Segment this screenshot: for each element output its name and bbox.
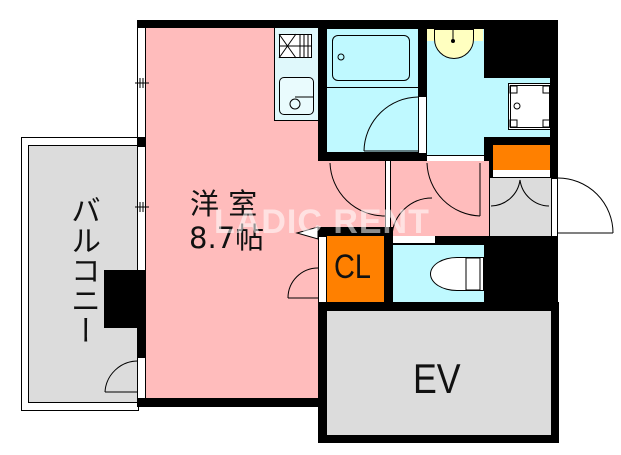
- western-room-label: 洋 室: [190, 187, 258, 221]
- elevator-label: EV: [413, 355, 461, 402]
- shoe-cabinet: [493, 145, 550, 170]
- washroom-floor-line: [427, 155, 490, 162]
- wall-closet-right: [384, 236, 393, 306]
- shoe-cabinet-shelf: [493, 170, 550, 178]
- washbasin-icon: [434, 29, 474, 59]
- entrance: [489, 178, 551, 237]
- wall-bath-right: [418, 29, 427, 97]
- wall-left-mid: [104, 270, 146, 328]
- wall-top: [137, 20, 558, 29]
- toilet-door-frame: [393, 236, 435, 243]
- bath-door-frame: [418, 96, 427, 154]
- wall-left-low: [137, 328, 146, 358]
- bath-divider: [327, 87, 418, 88]
- closet-label: CL: [334, 248, 371, 286]
- wall-closet-top: [318, 227, 393, 236]
- closet: [327, 236, 384, 303]
- wall-right-top: [550, 28, 558, 178]
- wall-left-window: [137, 28, 146, 401]
- wall-bottom: [137, 398, 323, 407]
- wall-left-pillar: [137, 137, 146, 147]
- wall-bath-bottom: [318, 152, 428, 161]
- wall-washroom-corner: [484, 28, 558, 78]
- wall-toilet-top: [393, 236, 558, 245]
- watermark: LADIC RENT: [214, 203, 430, 241]
- washing-machine-icon: [508, 83, 552, 130]
- bathroom: [327, 29, 418, 153]
- hall-partition: [385, 161, 391, 245]
- western-room-size: 8.7帖: [189, 221, 265, 255]
- wall-kitchen-right: [318, 28, 327, 161]
- balcony-label: バルコニー: [65, 195, 100, 345]
- bathtub-icon: [332, 35, 410, 81]
- elevator: [327, 311, 551, 435]
- wall-toilet-right: [484, 236, 558, 306]
